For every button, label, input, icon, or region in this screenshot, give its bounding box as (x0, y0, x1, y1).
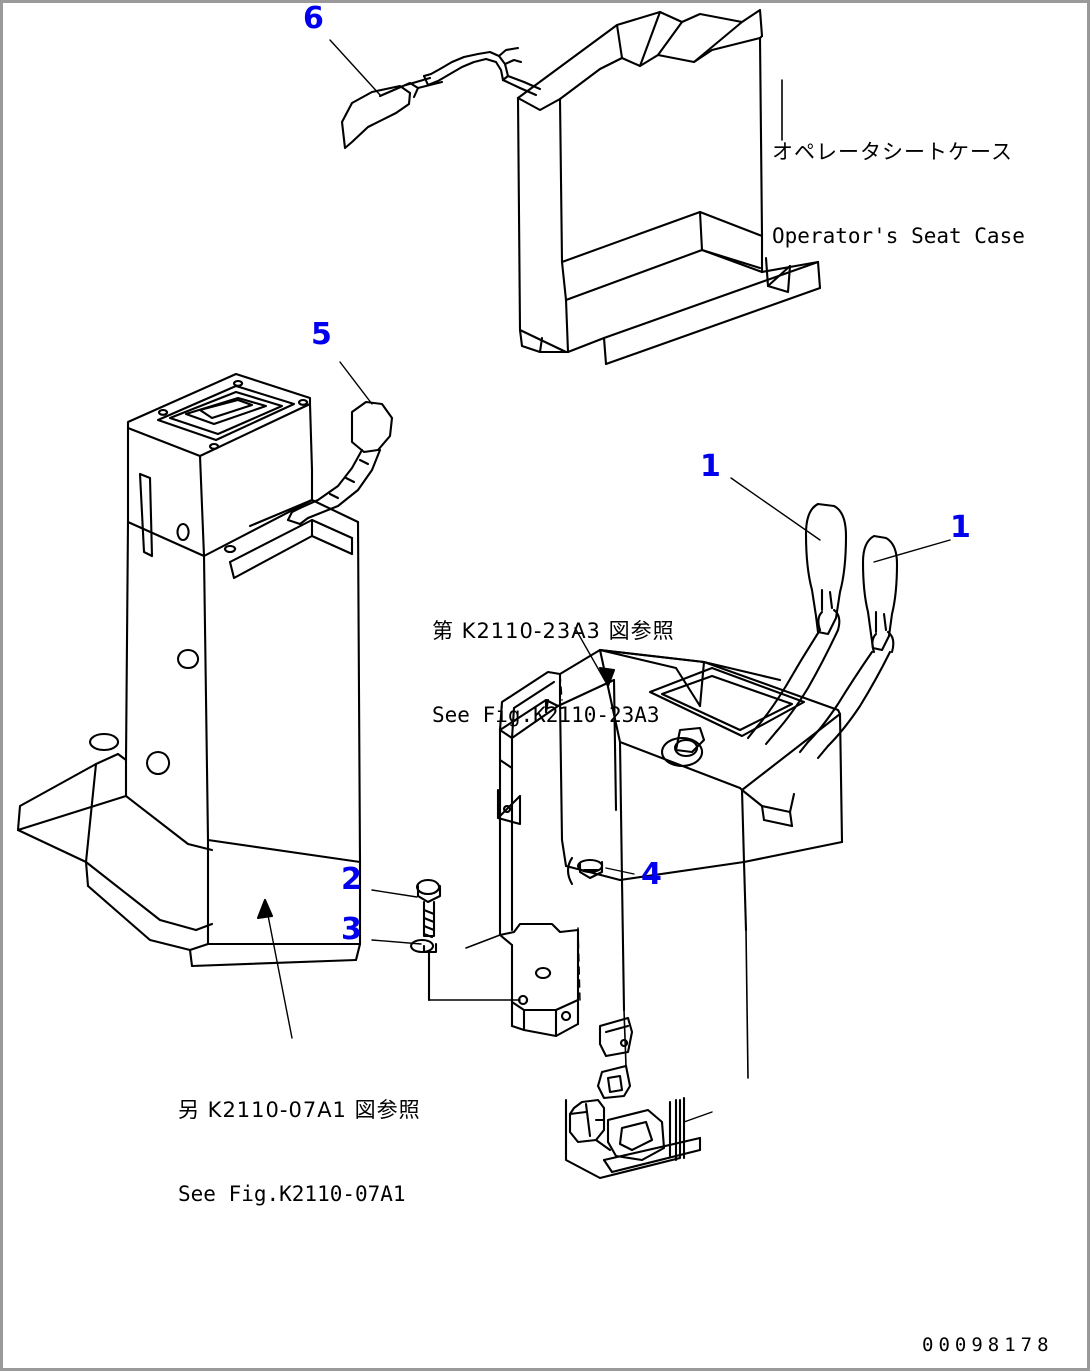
seat-case-label-jp: オペレータシートケース (772, 140, 1013, 165)
callout-2[interactable]: 2 (341, 862, 362, 897)
knob-cap (566, 856, 604, 886)
ref-k2110-07a1-en: See Fig.K2110-07A1 (178, 1181, 406, 1206)
ref-k2110-07a1-jp: 另 K2110-07A1 図参照 (178, 1098, 421, 1123)
ref-k2110-07a1-label: 另 K2110-07A1 図参照 See Fig.K2110-07A1 (178, 1042, 421, 1236)
callout-6[interactable]: 6 (303, 1, 324, 36)
callout-4[interactable]: 4 (641, 857, 662, 892)
seat-case-label-en: Operator's Seat Case (772, 223, 1025, 248)
mounting-bolt (416, 878, 442, 939)
right-lever-knob-rear (746, 502, 848, 746)
drawing-number: 00098178 (922, 1334, 1054, 1356)
ref-k2110-23a3-label: 第 K2110-23A3 図参照 See Fig.K2110-23A3 (432, 563, 675, 757)
mounting-washer (410, 938, 438, 1002)
left-console-lever-knob (286, 400, 394, 526)
callout-3[interactable]: 3 (341, 912, 362, 947)
ref-k2110-23a3-en: See Fig.K2110-23A3 (432, 702, 660, 727)
lower-hose-detail (564, 1016, 702, 1180)
ref-k2110-23a3-jp: 第 K2110-23A3 図参照 (432, 619, 675, 644)
right-lever-knob-front (798, 534, 899, 760)
control-grip-handle (340, 46, 542, 150)
operator-seat-case (516, 8, 822, 366)
left-console-box (16, 372, 362, 968)
callout-1-front[interactable]: 1 (950, 510, 971, 545)
callout-5[interactable]: 5 (311, 317, 332, 352)
callout-1-rear[interactable]: 1 (700, 449, 721, 484)
right-console-assembly (496, 648, 844, 1038)
seat-case-label: オペレータシートケース Operator's Seat Case (772, 84, 1025, 278)
